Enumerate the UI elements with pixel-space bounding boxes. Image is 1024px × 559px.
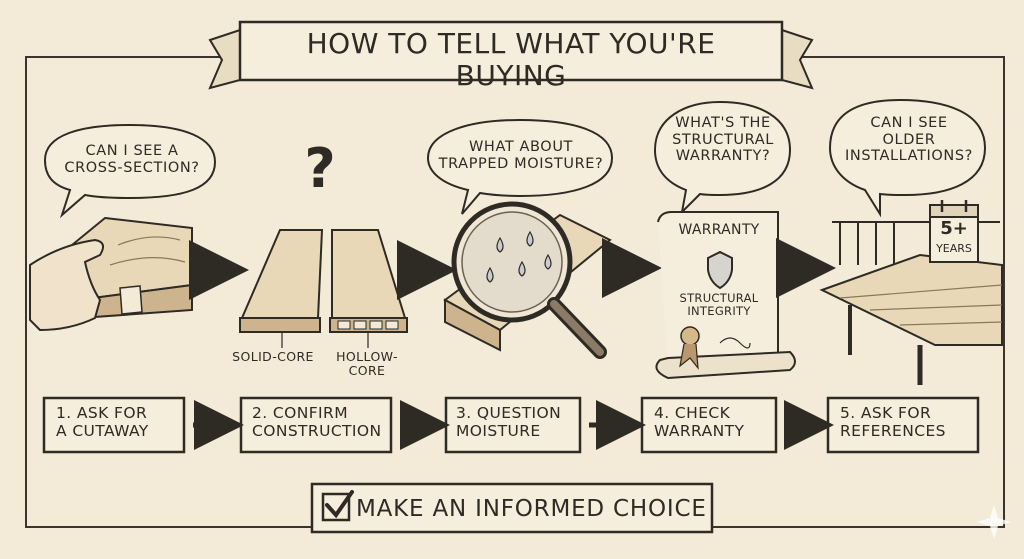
bubble-text-2: WHAT ABOUT TRAPPED MOISTURE?: [438, 139, 604, 172]
question-mark: ?: [304, 137, 336, 200]
calendar-value: 5+: [940, 218, 968, 239]
speech-bubble-1: [43, 123, 217, 219]
hollow-core-label: HOLLOW- CORE: [336, 349, 398, 379]
magnifier-moisture-icon: [443, 201, 612, 359]
step-2-label: 2. CONFIRM CONSTRUCTION: [252, 404, 382, 440]
bubble-text-1: CAN I SEE A CROSS-SECTION?: [64, 143, 200, 176]
title-banner: [208, 20, 814, 90]
cta-label: MAKE AN INFORMED CHOICE: [356, 496, 707, 522]
speech-bubble-3: [653, 100, 792, 215]
hand-holding-board-icon: [29, 216, 193, 332]
sparkle-icon: [977, 505, 1011, 539]
deck-installation-icon: [819, 200, 1003, 385]
step-3-label: 3. QUESTION MOISTURE: [456, 404, 562, 440]
warranty-heading: WARRANTY: [678, 222, 760, 238]
checkbox-check-icon: [321, 490, 354, 522]
speech-bubble-4: [828, 98, 987, 218]
solid-core-label: SOLID-CORE: [232, 349, 314, 364]
warranty-subtext: STRUCTURAL INTEGRITY: [679, 291, 759, 319]
bubble-text-3: WHAT'S THE STRUCTURAL WARRANTY?: [672, 115, 774, 165]
calendar-unit: YEARS: [936, 242, 972, 255]
warranty-scroll-icon: [655, 211, 796, 380]
bubble-text-4: CAN I SEE OLDER INSTALLATIONS?: [845, 115, 973, 165]
step-5-label: 5. ASK FOR REFERENCES: [840, 404, 946, 440]
speech-bubble-2: [426, 118, 614, 215]
cta-box: [310, 482, 714, 534]
page-title: HOW TO TELL WHAT YOU'RE BUYING: [306, 27, 716, 93]
board-comparison-icon: [239, 229, 408, 348]
step-1-label: 1. ASK FOR A CUTAWAY: [56, 404, 149, 440]
step-4-label: 4. CHECK WARRANTY: [654, 404, 745, 440]
